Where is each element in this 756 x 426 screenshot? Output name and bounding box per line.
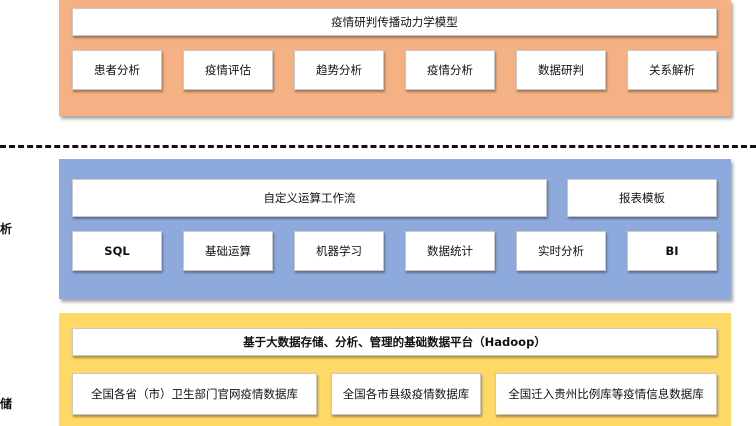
analysis-side-label: 析 xyxy=(0,222,13,236)
bi-box: BI xyxy=(627,231,717,271)
epidemic-assessment-box: 疫情评估 xyxy=(183,50,273,90)
relation-parse-box: 关系解析 xyxy=(627,50,717,90)
model-title-box: 疫情研判传播动力学模型 xyxy=(72,8,717,36)
trend-analysis-box: 趋势分析 xyxy=(294,50,384,90)
city-county-db-box: 全国各市县级疫情数据库 xyxy=(331,373,481,415)
report-template-box: 报表模板 xyxy=(567,179,717,217)
layer-separator xyxy=(0,145,756,148)
platform-title-box: 基于大数据存储、分析、管理的基础数据平台（Hadoop） xyxy=(72,328,717,356)
guizhou-migration-db-box: 全国迁入贵州比例库等疫情信息数据库 xyxy=(495,373,717,415)
storage-side-label: 储 xyxy=(0,397,13,411)
analysis-layer: 自定义运算工作流 报表模板 SQL 基础运算 机器学习 数据统计 实时分析 BI xyxy=(59,159,731,299)
data-judgement-box: 数据研判 xyxy=(516,50,606,90)
patient-analysis-box: 患者分析 xyxy=(72,50,162,90)
model-layer: 疫情研判传播动力学模型 患者分析 疫情评估 趋势分析 疫情分析 数据研判 关系解… xyxy=(59,0,731,116)
sql-box: SQL xyxy=(72,231,162,271)
provincial-db-box: 全国各省（市）卫生部门官网疫情数据库 xyxy=(72,373,317,415)
epidemic-analysis-box: 疫情分析 xyxy=(405,50,495,90)
data-statistics-box: 数据统计 xyxy=(405,231,495,271)
realtime-analysis-box: 实时分析 xyxy=(516,231,606,271)
custom-workflow-box: 自定义运算工作流 xyxy=(72,179,547,217)
basic-operations-box: 基础运算 xyxy=(183,231,273,271)
machine-learning-box: 机器学习 xyxy=(294,231,384,271)
storage-layer: 基于大数据存储、分析、管理的基础数据平台（Hadoop） 全国各省（市）卫生部门… xyxy=(59,313,731,426)
